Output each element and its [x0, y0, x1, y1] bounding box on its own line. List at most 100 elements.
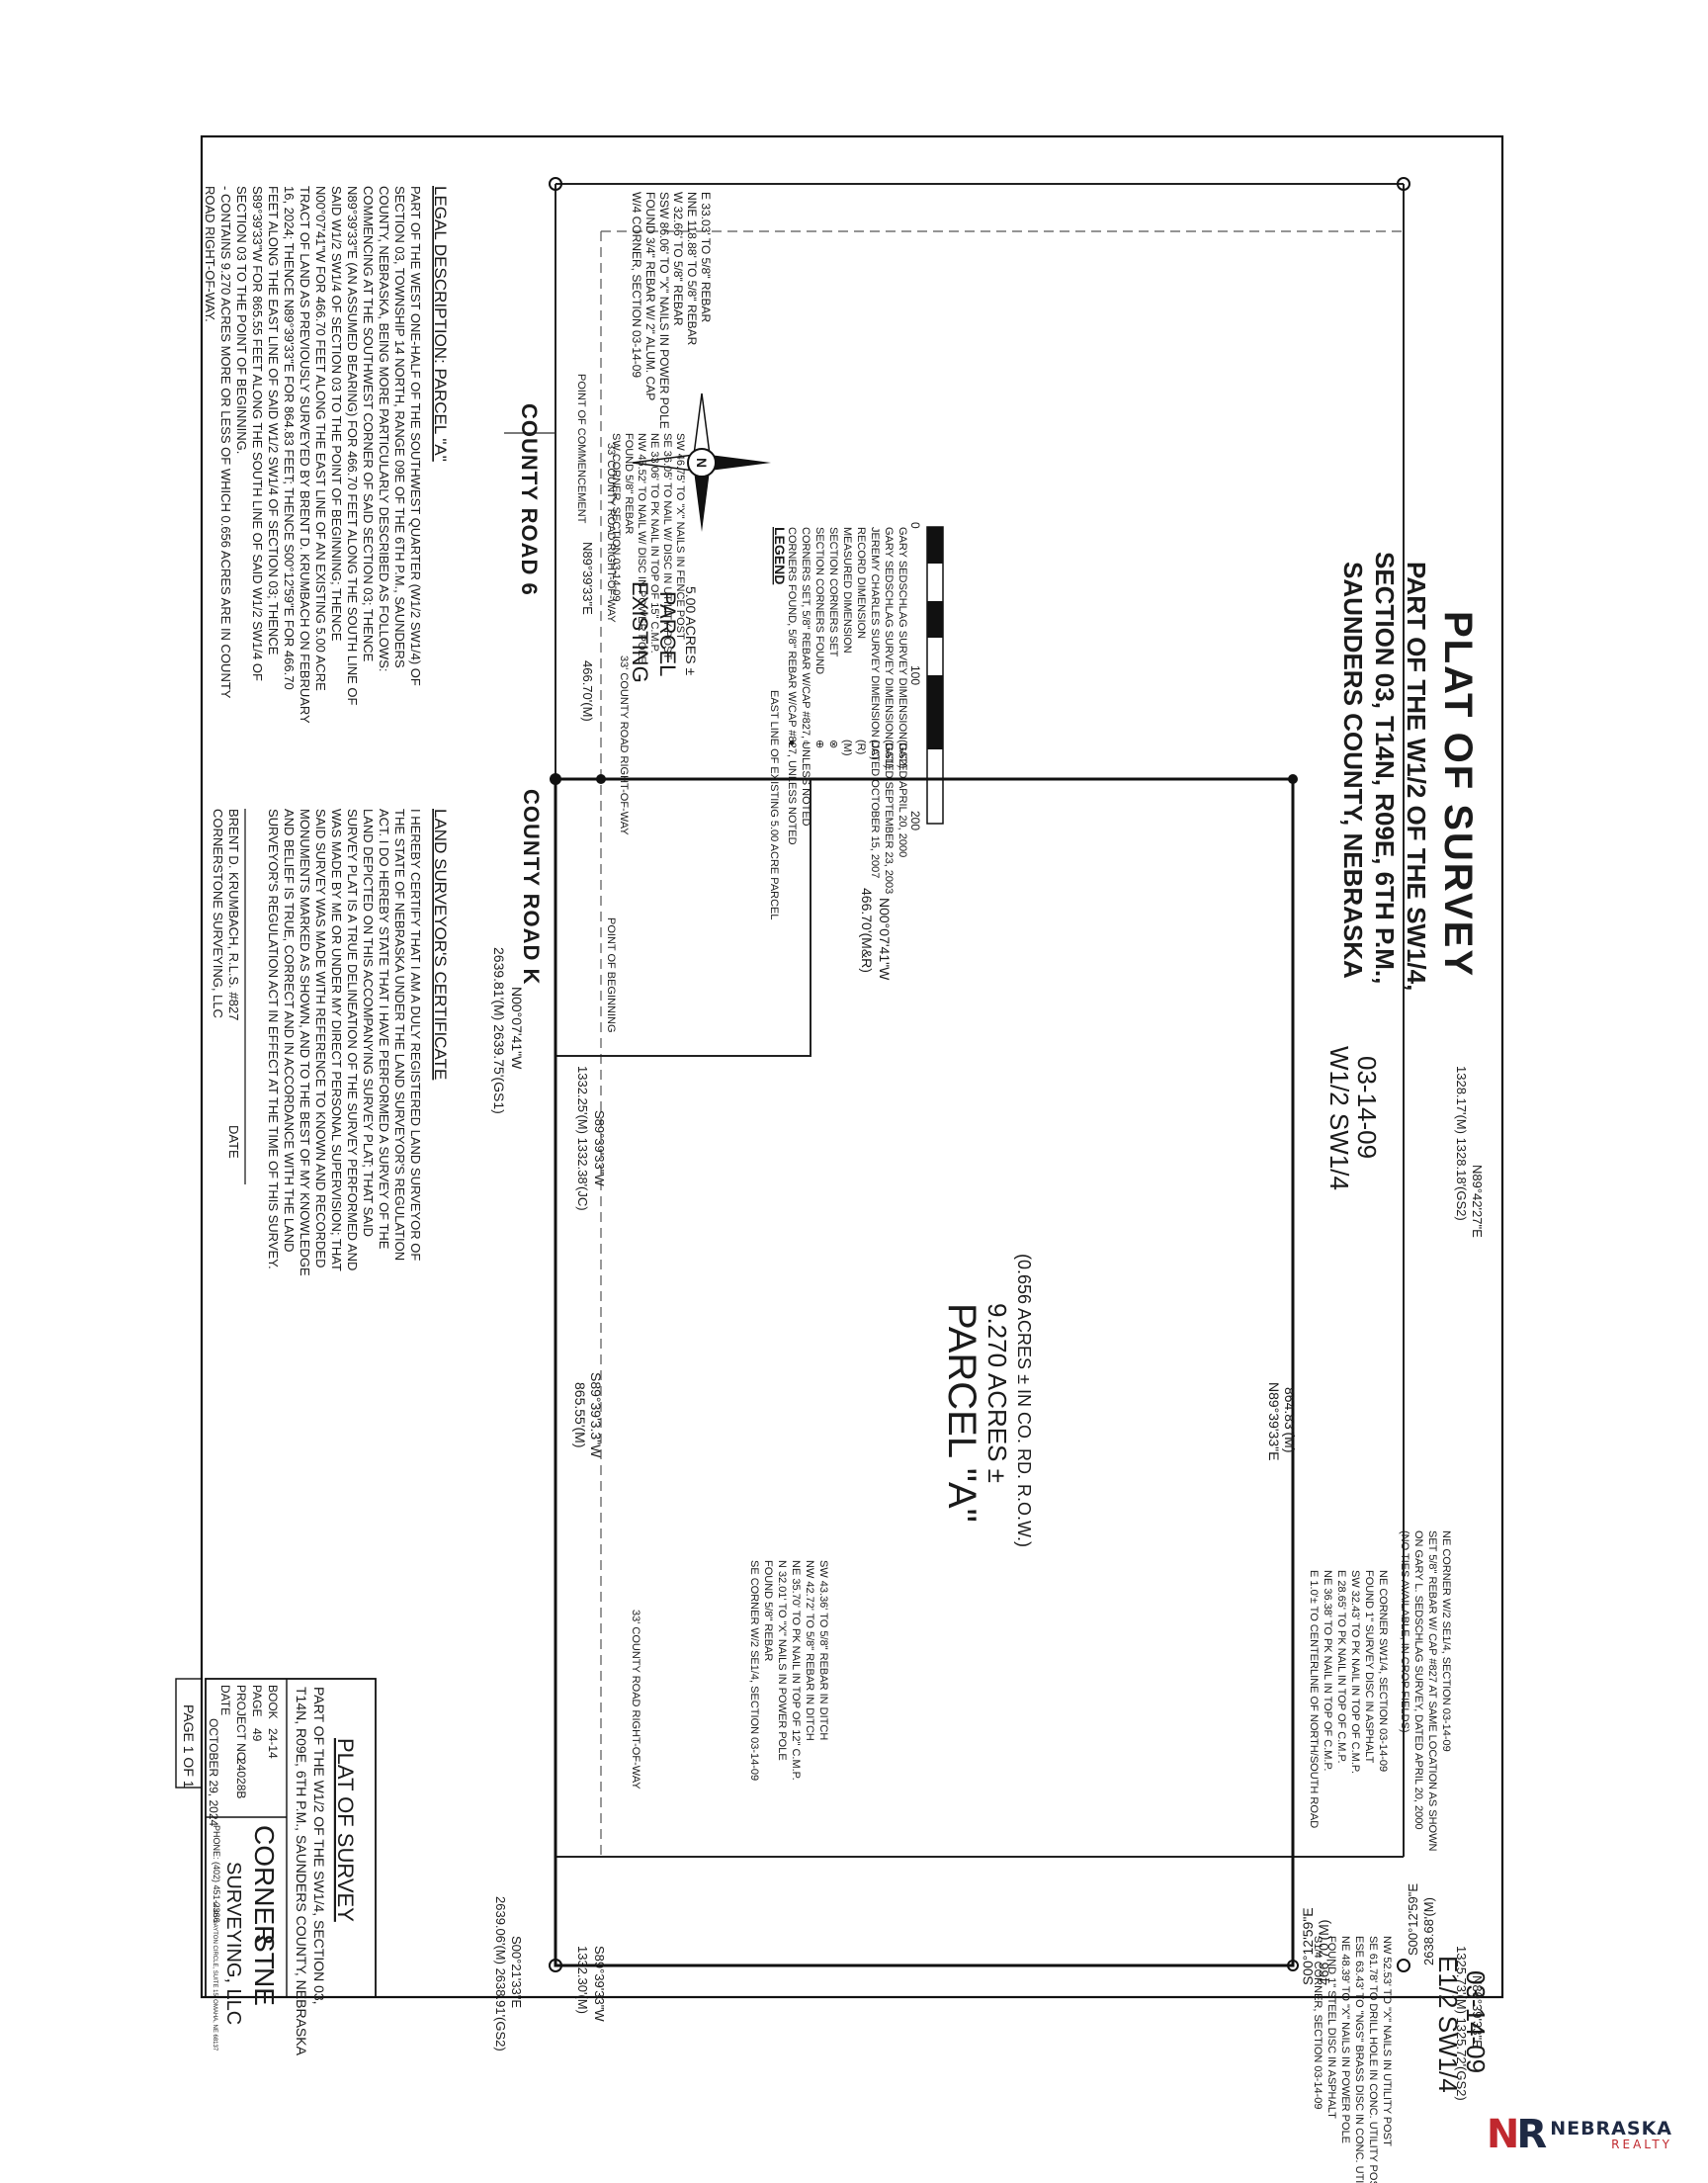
legend-sym-2: ⊕: [813, 740, 825, 748]
top-bearing: N00°07'41"W: [509, 987, 525, 1070]
tb-title: PLAT OF SURVEY: [333, 1738, 358, 1922]
legend-sym-5: (R): [855, 740, 867, 754]
existing-parcel-name-1: EXISTING: [628, 581, 652, 683]
brand-sub: REALTY: [1611, 2137, 1672, 2151]
cert-line-1: THE STATE OF NEBRASKA UNDER THE LAND SUR…: [392, 809, 407, 1261]
cert-line-7: MONUMENTS MARKED AS SHOWN, AND TO THE BE…: [298, 809, 312, 1276]
legal-line-2: COUNTY, NEBRASKA, BEING MORE PARTICULARL…: [377, 186, 391, 671]
tb-logo-3: NE: [249, 1967, 280, 2006]
tb-project: 24028B: [234, 1758, 248, 1798]
cert-line-4: SURVEY PLAT IS A TRUE DELINEATION OF THE…: [345, 809, 360, 1270]
nr-logo-r: R: [1516, 2112, 1547, 2157]
parcel-a-name: PARCEL "A": [940, 1303, 983, 1523]
row-sw-label: 33' COUNTY ROAD RIGHT-OF-WAY: [618, 655, 630, 835]
plat-title: PLAT OF SURVEY: [1436, 611, 1480, 978]
row-se-label: 33' COUNTY ROAD RIGHT-OF-WAY: [630, 1610, 641, 1790]
ne-sw-note-2: SW 32.43' TO PK NAIL IN TOP OF C.M.P.: [1349, 1570, 1361, 1774]
ne-sw-note-3: E 28.65' TO PK NAIL IN TOP OF C.M.P.: [1335, 1570, 1347, 1764]
tb-sub1: PART OF THE W1/2 OF THE SW1/4, SECTION 0…: [311, 1687, 327, 2005]
pob-corner: [596, 774, 606, 784]
legend-sym-0: ●: [786, 740, 798, 746]
south-right-distance: 1332.30'(M): [575, 1946, 590, 2014]
existing-parcel-acres: 5.00 ACRES ±: [683, 586, 699, 675]
row-nw-label: 33' COUNTY ROAD RIGHT-OF-WAY: [605, 443, 617, 623]
legal-line-9: FEET ALONG THE EAST LINE OF SAID W1/2 SW…: [266, 186, 281, 655]
legal-line-4: N89°39'33"E (AN ASSUMED BEARING) FOR 466…: [345, 186, 360, 706]
sw-note-4: SE 36.05' TO NAIL W/ DISC IN UTILITY POS…: [661, 433, 673, 659]
ne-w2-note-3: (NO TIES AVAILABLE, IN CROP FIELDS): [1399, 1530, 1410, 1733]
w4-note-4: NNE 118.88' TO 5/8" REBAR: [685, 192, 699, 346]
legend: LEGEND CORNERS FOUND, 5/8" REBAR W/CAP #…: [772, 527, 908, 894]
legal-line-11: SECTION 03 TO THE POINT OF BEGINNING.: [234, 186, 249, 454]
nw-section-corner: [549, 177, 562, 191]
se-note-2: N 32.01' TO "X" NAILS IN POWER POLE: [776, 1560, 788, 1761]
surveyor-certificate: LAND SURVEYOR'S CERTIFICATE I HEREBY CER…: [211, 809, 450, 1276]
sw-note-1: FOUND 5/8" REBAR: [623, 433, 635, 534]
legend-text-7: GARY SEDSCHLAG SURVEY DIMENSION DATED SE…: [883, 527, 895, 894]
sw-note-0: SW CORNER, SECTION 03-14-09: [610, 433, 622, 602]
legend-text-8: GARY SEDSCHLAG SURVEY DIMENSION DATED AP…: [897, 527, 908, 857]
ne-w2-note-2: ON GARY L. SEDSCHLAG SURVEY, DATED APRIL…: [1412, 1530, 1424, 1829]
legend-text-3: SECTION CORNERS SET: [827, 527, 839, 657]
poc-label: POINT OF COMMENCEMENT: [575, 374, 587, 524]
se-parcel-corner: [1287, 1960, 1299, 1971]
e-half-label: E1/2 SW1/4: [1433, 1956, 1463, 2093]
se-note-3: NE 35.70' TO PK NAIL IN TOP OF 12" C.M.P…: [790, 1560, 802, 1781]
sw-note-3: NE 33.06' TO PK NAIL IN TOP OF 15" C.M.P…: [648, 433, 660, 654]
legal-line-5: SAID W1/2 SW1/4 OF SECTION 03 TO THE POI…: [329, 186, 344, 642]
se-note-5: SW 43.36' TO 5/8" REBAR IN DITCH: [817, 1560, 829, 1740]
cert-date-label: DATE: [226, 1125, 241, 1159]
parcel-a-note: (0.656 ACRES ± IN CO. RD. R.O.W.): [1014, 1254, 1034, 1547]
se-note-1: FOUND 5/8" REBAR: [762, 1560, 774, 1661]
ne-corner-sw-notes: NE CORNER SW1/4, SECTION 03-14-09 FOUND …: [1308, 1570, 1389, 1828]
tb-address: 14325 DAYTON CIRCLE, SUITE 15, OMAHA, NE…: [212, 1901, 217, 2052]
tb-project-label: PROJECT NO.: [234, 1685, 248, 1764]
cert-line-8: AND BELIEF IS TRUE, CORRECT AND IN ACCOR…: [282, 809, 297, 1253]
s-quarter-corner-notes: S1/4 CORNER, SECTION 03-14-09 FOUND 1" S…: [1312, 1936, 1393, 2183]
south-line-west-distance: 466.70'(M): [580, 660, 595, 722]
cert-heading: LAND SURVEYOR'S CERTIFICATE: [431, 809, 450, 1080]
east-line-bearing: S00°12'59"E: [1300, 1907, 1316, 1985]
parcel-a-acres: 9.270 ACRES ±: [982, 1303, 1012, 1483]
nr-logo-text: NEBRASKA REALTY: [1550, 2119, 1672, 2151]
cert-line-0: I HEREBY CERTIFY THAT I AM A DULY REGIST…: [408, 809, 423, 1261]
legend-text-4: MEASURED DIMENSION: [841, 527, 853, 654]
top-distance: 2639.81'(M) 2639.75'(GS1): [491, 947, 507, 1114]
nebraska-realty-logo: NR NEBRASKA REALTY: [1487, 2112, 1672, 2157]
cert-company: CORNERSTONE SURVEYING, LLC: [211, 809, 225, 1018]
legal-line-1: SECTION 03, TOWNSHIP 14 NORTH, RANGE 09E…: [392, 186, 407, 668]
bottom-bearing: S00°21'33"E: [509, 1936, 524, 2008]
s4-note-5: NW 52.53' TO "X" NAILS IN UTILITY POST: [1381, 1936, 1393, 2146]
road-6-label: COUNTY ROAD 6: [517, 403, 542, 596]
nr-logo-mark: NR: [1487, 2112, 1547, 2157]
legend-text-5: RECORD DIMENSION: [855, 527, 867, 639]
cert-line-9: SURVEYOR'S REGULATION ACT IN EFFECT AT T…: [266, 809, 281, 1269]
ne-corner-w2-notes: NE CORNER W/2 SE1/4, SECTION 03-14-09 SE…: [1399, 1530, 1452, 1851]
w4-note-3: W 32.66' TO 5/8" REBAR: [671, 192, 685, 326]
south-long-bearing: S89°39'33"W: [592, 1110, 607, 1186]
w4-note-1: FOUND 3/4" REBAR W/ 2" ALUM. CAP: [643, 192, 657, 400]
plat-subtitle-1: PART OF THE W1/2 OF THE SW1/4,: [1402, 562, 1431, 991]
legend-sym-1: ○: [800, 740, 811, 746]
se-corner-notes: SE CORNER W/2 SE1/4, SECTION 03-14-09 FO…: [748, 1560, 829, 1781]
legend-title: LEGEND: [772, 527, 788, 584]
ne-sw-note-4: NE 36.38' TO PK NAIL IN TOP OF C.M.P.: [1322, 1570, 1333, 1771]
tb-date: OCTOBER 29, 2024: [207, 1718, 220, 1826]
w-quarter-corner-notes: W/4 CORNER, SECTION 03-14-09 FOUND 3/4" …: [630, 192, 713, 429]
right-bearing-2: N89°39'33"E: [1470, 1975, 1485, 2049]
se-corner: [549, 1959, 562, 1972]
tb-page: 49: [250, 1728, 264, 1742]
legend-text-2: SECTION CORNERS FOUND: [813, 527, 825, 674]
legend-text-6: JEREMY CHARLES SURVEY DIMENSION DATED OC…: [869, 527, 881, 878]
legal-line-13: ROAD RIGHT-OF-WAY.: [203, 186, 217, 322]
cert-line-6: SAID SURVEY WAS MADE WITH REFERENCE TO K…: [313, 809, 328, 1267]
legend-sym-3: ⊗: [827, 740, 839, 748]
center-line-distance: 2638.68'(M): [1421, 1897, 1436, 1965]
tb-sub2: T14N, R09E, 6TH P.M., SAUNDERS COUNTY, N…: [294, 1687, 309, 2056]
south-line-west-bearing: N89°39'33"E: [580, 542, 595, 615]
ne-w2-note-1: SET 5/8" REBAR W/ CAP #827 AT SAME LOCAT…: [1426, 1530, 1438, 1851]
north-line-distance: 864.83'(M): [1282, 1387, 1298, 1452]
drawing: COUNTY ROAD 6 N00°07'41"W 2639.81'(M) 26…: [175, 177, 1491, 2183]
east-line-note-1: EAST LINE OF EXISTING 5.00 ACRE PARCEL: [768, 690, 780, 920]
